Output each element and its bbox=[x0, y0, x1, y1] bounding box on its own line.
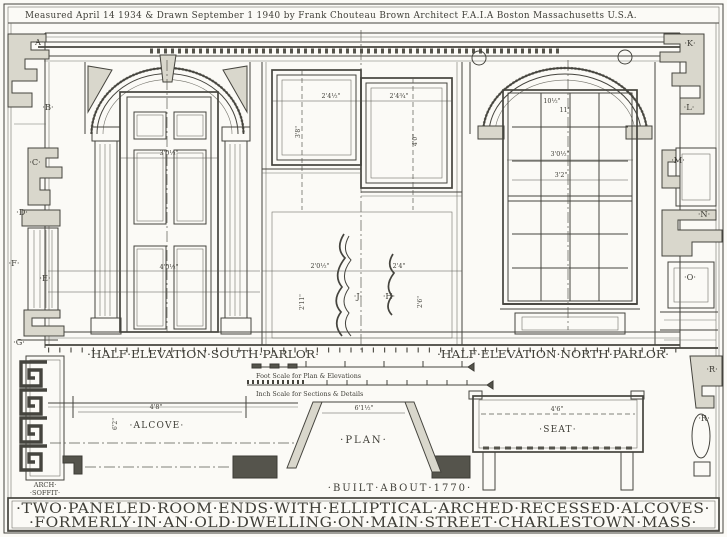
built-about-label: ·BUILT·ABOUT·1770· bbox=[328, 483, 472, 494]
south-dimensions bbox=[48, 157, 260, 293]
section-letter-m: ·M· bbox=[671, 155, 685, 165]
cornice-band bbox=[38, 32, 687, 62]
south-pilaster-left bbox=[90, 126, 122, 335]
section-letter-r1: ·R· bbox=[706, 364, 717, 374]
section-letter-h: ·H· bbox=[383, 291, 395, 301]
section-letter-g: ·G· bbox=[13, 337, 25, 347]
section-letter-o: ·O· bbox=[684, 272, 696, 282]
section-letter-j: ·J· bbox=[354, 291, 363, 301]
south-pilaster-right bbox=[220, 126, 252, 335]
arch-soffit-label-1: ARCH· bbox=[33, 481, 57, 489]
break-line-left bbox=[335, 233, 347, 337]
foot-scale-label: Foot Scale for Plan & Elevations bbox=[256, 372, 361, 380]
section-letter-d: ·D· bbox=[16, 207, 28, 217]
sash-window bbox=[500, 89, 640, 310]
dim-pane-h: 11" bbox=[559, 106, 570, 114]
footer-title-box bbox=[7, 497, 720, 532]
dim-panel-right-w: 2'4¾" bbox=[389, 92, 408, 100]
alcove-plan bbox=[48, 396, 471, 479]
rosette-right bbox=[617, 49, 633, 65]
dim-plan-width: 6'1½" bbox=[354, 404, 373, 412]
seat-plan bbox=[468, 390, 645, 491]
section-letter-a: ·A· bbox=[32, 37, 43, 47]
console-bracket-detail: ·R· ·R· bbox=[689, 355, 723, 477]
section-letter-k: ·K· bbox=[684, 38, 695, 48]
dim-mantel-left: 2'0½" bbox=[310, 262, 329, 270]
foot-scale-bar bbox=[251, 361, 475, 372]
inch-scale-bar bbox=[247, 380, 494, 390]
alcove-plan-label: ·ALCOVE· bbox=[130, 421, 185, 431]
dim-window-width: 3'0½" bbox=[550, 150, 569, 158]
dim-panel-left-h: 3'8" bbox=[295, 126, 302, 138]
footer-title-line1: ·TWO·PANELED·ROOM·ENDS·WITH·ELLIPTICAL·A… bbox=[16, 501, 710, 517]
sheet-border bbox=[3, 3, 724, 534]
dim-mantel-left-h: 2'11" bbox=[299, 294, 306, 310]
dim-panel-left-w: 2'4½" bbox=[321, 92, 340, 100]
left-profile-details: ·A· ·B· ·C· ·D· ·F· ·E· ·G· bbox=[7, 33, 65, 347]
section-letter-n: ·N· bbox=[698, 209, 710, 219]
dim-alcove-width: 4'8" bbox=[150, 403, 163, 411]
dim-pane-w: 10½" bbox=[543, 97, 560, 105]
chimney-plan bbox=[286, 401, 442, 473]
dim-mantel-right: 2'4" bbox=[393, 262, 406, 270]
rosette-left bbox=[471, 50, 487, 66]
section-letter-c: ·C· bbox=[29, 157, 40, 167]
section-letter-l: ·L· bbox=[684, 102, 695, 112]
dim-seat-width: 4'6" bbox=[551, 405, 564, 413]
greek-key-detail bbox=[19, 355, 65, 481]
dim-panel-right-h: 4'0" bbox=[412, 134, 419, 146]
inch-scale-label: Inch Scale for Sections & Details bbox=[256, 390, 363, 398]
dim-mantel-right-h: 2'6" bbox=[417, 296, 424, 308]
chimney-breast: 2'4½" 2'4¾" 3'8" 4'0" 2'0½" 2'4" 2'11" 2… bbox=[261, 62, 463, 345]
arch-soffit-label-2: ·SOFFIT· bbox=[30, 489, 60, 497]
north-elevation-caption: ·HALF·ELEVATION·NORTH·PARLOR· bbox=[437, 348, 669, 361]
baseboard bbox=[45, 331, 680, 353]
south-elevation-caption: ·HALF·ELEVATION·SOUTH·PARLOR· bbox=[87, 348, 319, 361]
plan-label: ·PLAN· bbox=[340, 435, 388, 446]
section-letter-r2: ·R· bbox=[698, 413, 709, 423]
dim-door-width: 3'0½" bbox=[159, 149, 178, 157]
six-panel-door bbox=[119, 91, 219, 333]
right-profile-details: ·K· ·L· ·M· ·N· ·O· bbox=[659, 33, 723, 349]
dim-window-width2: 3'2" bbox=[555, 171, 568, 179]
section-letter-f: ·F· bbox=[9, 258, 20, 268]
section-letter-e: ·E· bbox=[39, 273, 50, 283]
seat-plan-label: ·SEAT· bbox=[539, 425, 577, 435]
section-letter-b: ·B· bbox=[42, 102, 53, 112]
north-elevation: 3'0½" 3'2" 10½" 11" bbox=[469, 33, 681, 348]
keystone bbox=[159, 54, 177, 83]
window-seat-panel bbox=[514, 312, 626, 335]
footer-title-line2: ·FORMERLY·IN·AN·OLD·DWELLING·ON·MAIN·STR… bbox=[29, 515, 697, 531]
sheet-title: Measured April 14 1934 & Drawn September… bbox=[25, 11, 637, 21]
dim-alcove-depth: 6'2" bbox=[112, 418, 119, 430]
break-line-right bbox=[387, 253, 396, 316]
dim-door-lower: 4'0½" bbox=[159, 263, 178, 271]
south-elevation: 3'0½" 4'0½" bbox=[44, 33, 260, 348]
